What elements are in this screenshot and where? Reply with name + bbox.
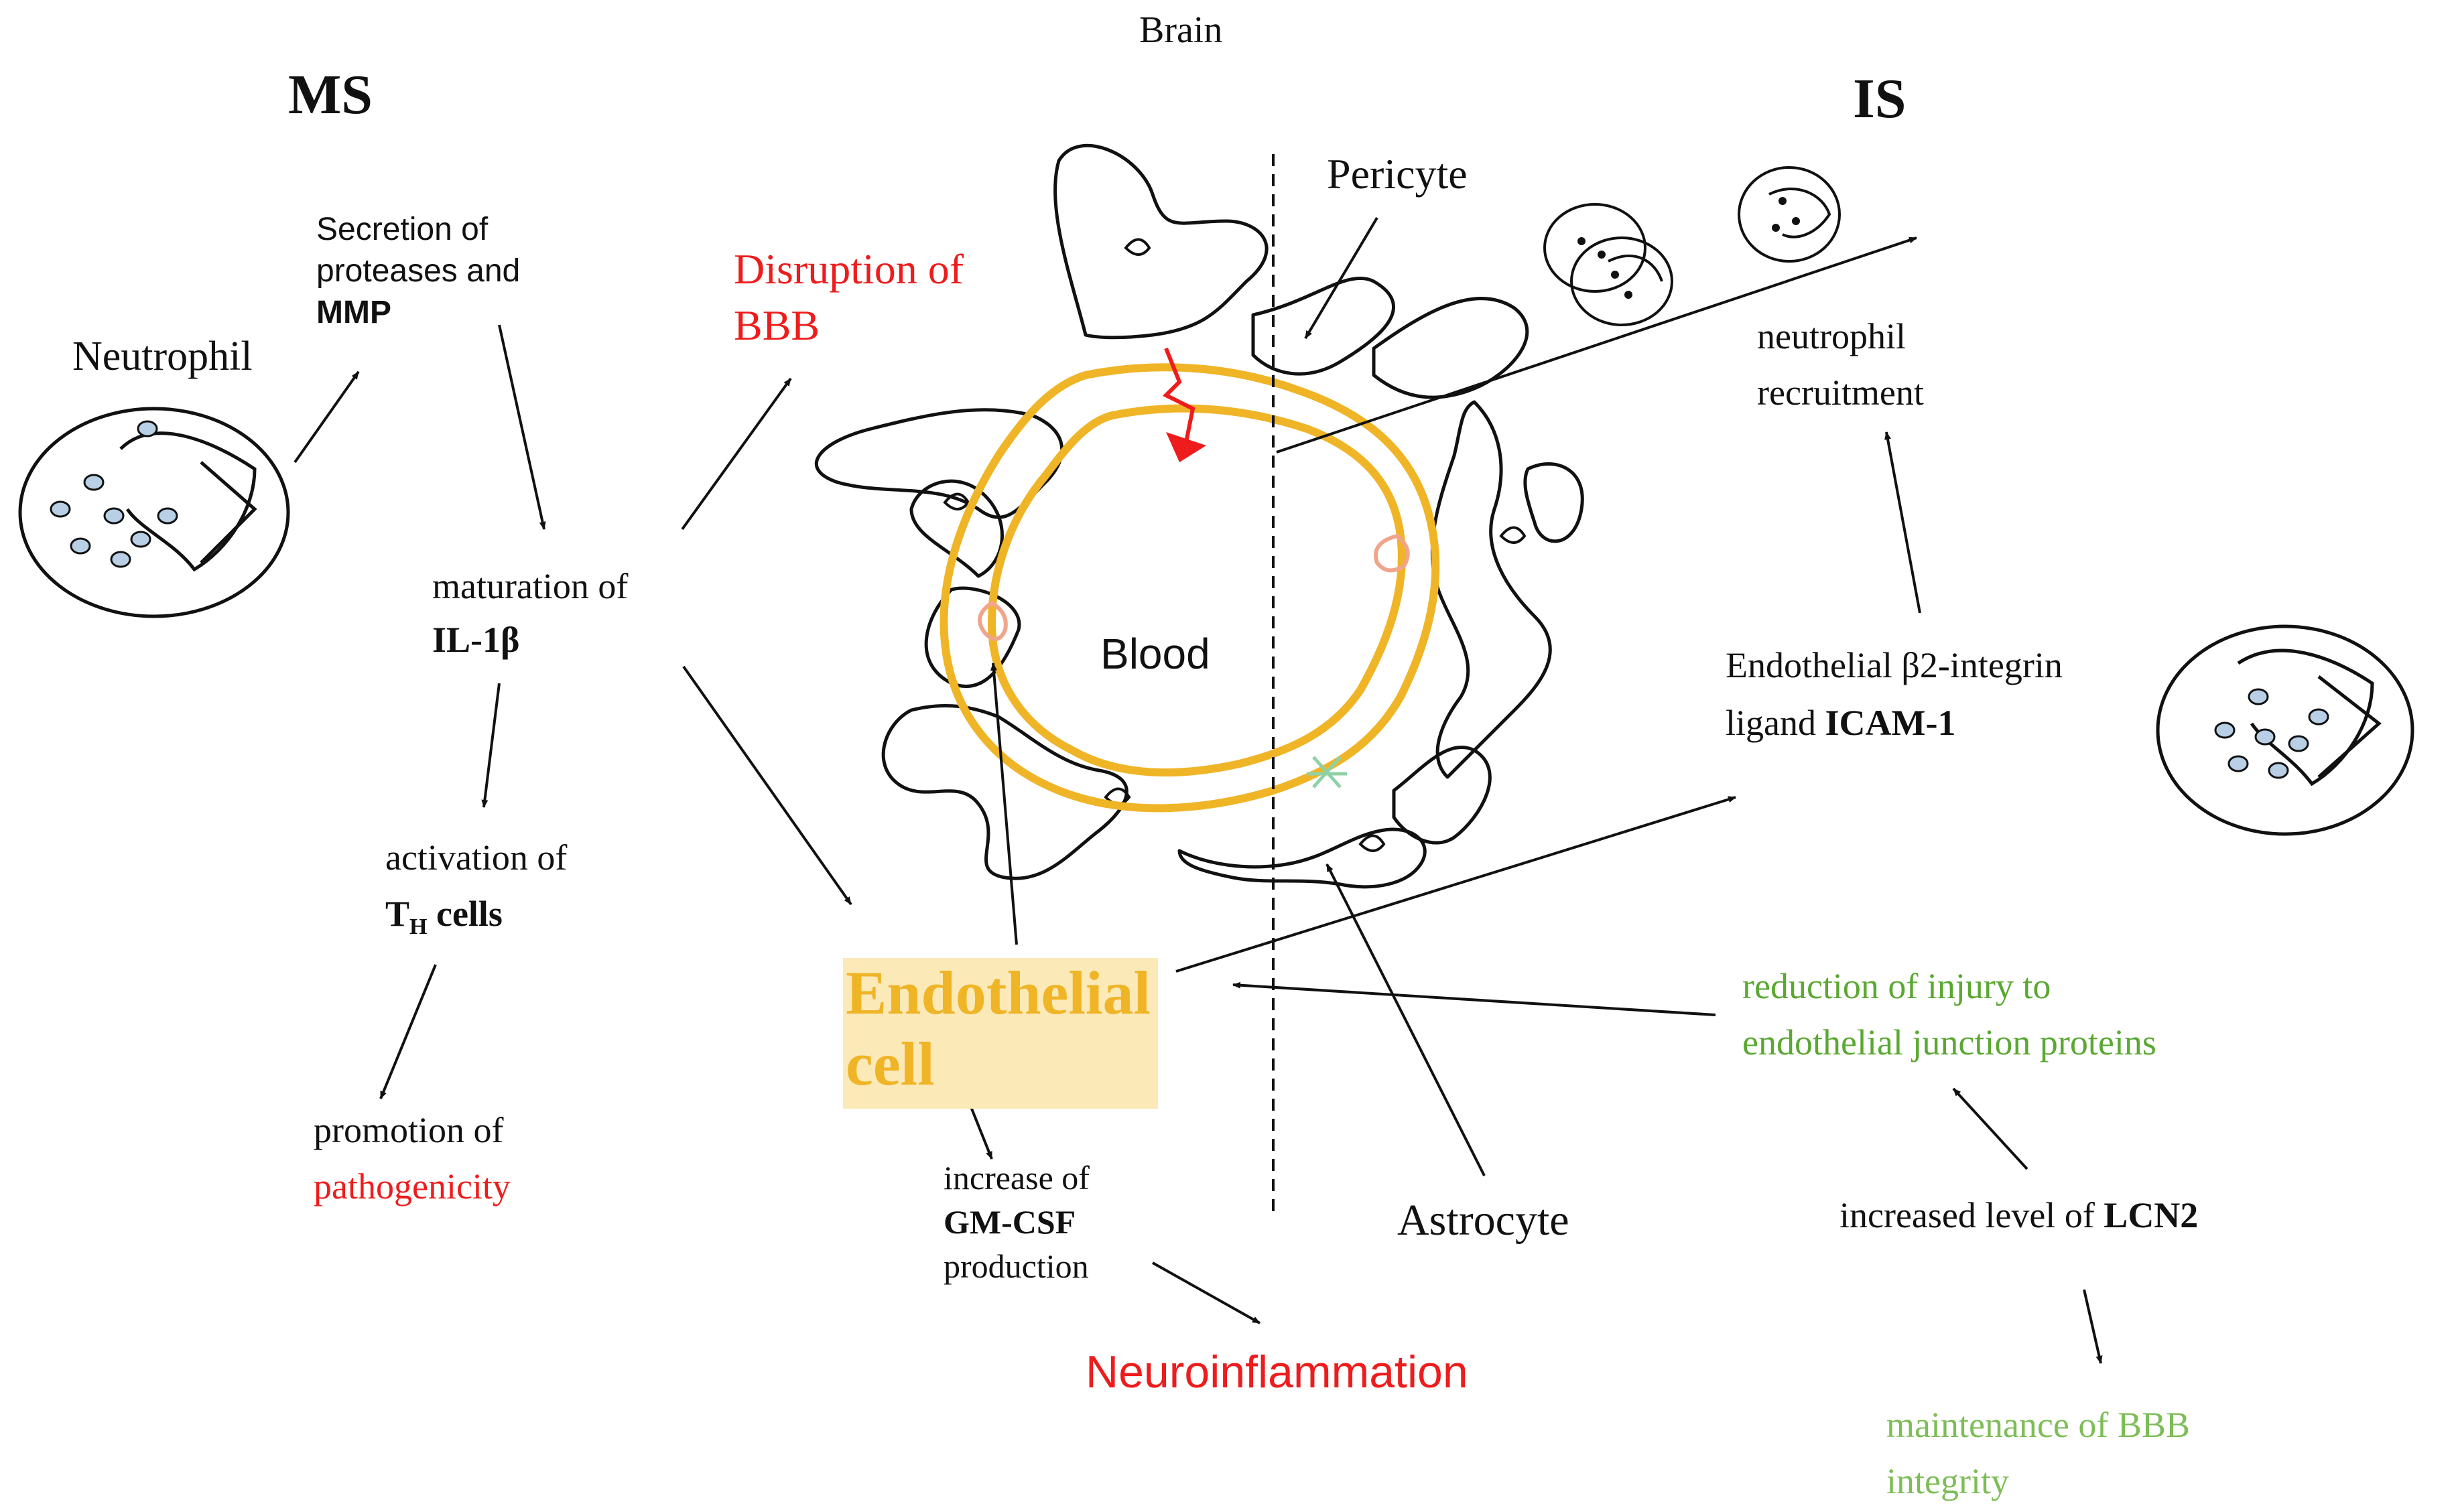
maintenance-text: maintenance of BBB integrity: [1886, 1397, 2190, 1509]
secretion-line3: MMP: [316, 295, 391, 330]
activation-line1: activation of: [385, 837, 568, 878]
th-main: T: [385, 894, 410, 934]
endothelial-cell-label: Endothelial cell: [846, 958, 1151, 1100]
recruited-neutrophils-icon: [1543, 166, 1841, 326]
promotion-text: promotion of pathogenicity: [314, 1102, 511, 1215]
icam-pre: ligand: [1726, 703, 1825, 743]
icam-text: Endothelial β2-integrin ligand ICAM-1: [1726, 636, 2063, 752]
arrow-neutrophil-secretion: [294, 370, 360, 464]
blood-label: Blood: [1100, 630, 1210, 678]
vessel-inner-wall: [988, 404, 1406, 777]
lcn2-bold: LCN2: [2104, 1195, 2199, 1235]
arrow-secretion-maturation: [498, 324, 546, 530]
recruited-granules: [1577, 197, 1800, 299]
vessel-outer-wall: [940, 363, 1440, 813]
activation-text: activation of TH cells: [385, 829, 567, 955]
arrow-activation-promotion: [379, 964, 437, 1099]
arrow-pericyte-vessel: [1304, 216, 1378, 340]
glial-process-right-top: [1372, 296, 1529, 399]
glial-process-right: [1430, 400, 1552, 779]
disruption-text: Disruption of BBB: [734, 241, 964, 354]
secretion-line1: Secretion of: [316, 212, 489, 247]
endothelial-line1: Endothelial: [846, 959, 1151, 1027]
arrow-maturation-endothelial: [682, 665, 852, 906]
lcn2-text: increased level of LCN2: [1839, 1194, 2198, 1237]
maturation-line2: IL-1β: [432, 620, 520, 660]
neutrophil-granules-right: [2214, 688, 2329, 779]
glial-process-bottom: [1177, 827, 1427, 889]
maintenance-line1: maintenance of BBB: [1886, 1405, 2190, 1445]
reduction-line1: reduction of injury to: [1742, 966, 2051, 1006]
promotion-line1: promotion of: [314, 1110, 504, 1150]
neutrophil-icon: [2156, 624, 2414, 836]
glial-nuclei: [943, 238, 1527, 852]
maturation-line1: maturation of: [432, 566, 629, 606]
glial-process-right-outer: [1523, 462, 1584, 543]
arrow-maturation-activation: [481, 683, 501, 808]
glial-process-left-bottom: [881, 703, 1128, 880]
pericyte-junctions: [978, 533, 1410, 641]
icam-bold: ICAM-1: [1825, 703, 1956, 743]
glial-process-left-mid: [909, 479, 1004, 578]
secretion-line2: proteases and: [316, 253, 521, 289]
gmcsf-text: increase of GM-CSF production: [944, 1156, 1090, 1288]
arrow-lcn2-reduction: [1952, 1087, 2028, 1170]
arrow-reduction-endothelial: [1232, 981, 1716, 1016]
arrow-endothelial-vessel: [990, 663, 1018, 945]
icam-line1: Endothelial β2-integrin: [1726, 645, 2063, 685]
arrow-astrocyte-vessel: [1326, 864, 1486, 1176]
pericyte-label: Pericyte: [1327, 150, 1468, 198]
is-heading: IS: [1853, 68, 1906, 130]
reduction-text: reduction of injury to endothelial junct…: [1742, 958, 2156, 1071]
gmcsf-line3: production: [944, 1247, 1089, 1285]
ms-heading: MS: [288, 64, 373, 126]
endothelial-cell-highlight: [843, 958, 1158, 1109]
lightning-bolt-icon: [1162, 347, 1206, 462]
neutrophil-icon: [18, 407, 290, 618]
lcn2-pre: increased level of: [1839, 1195, 2104, 1235]
gmcsf-line2: GM-CSF: [944, 1203, 1076, 1241]
arrow-vessel-recruitment: [1276, 236, 1917, 454]
reduction-line2: endothelial junction proteins: [1742, 1022, 2156, 1062]
glial-process-left: [924, 586, 1021, 689]
th-rest: cells: [427, 894, 503, 934]
arrow-endothelial-icam: [1175, 796, 1736, 973]
activation-line2: TH cells: [385, 886, 567, 955]
tight-junction: [1307, 756, 1347, 788]
neutrophil-label: Neutrophil: [72, 334, 253, 379]
recruitment-line2: recruitment: [1757, 372, 1924, 413]
glial-process-top: [1053, 143, 1269, 340]
maintenance-line2: integrity: [1886, 1461, 2009, 1501]
recruitment-text: neutrophil recruitment: [1757, 308, 1924, 421]
th-sub: H: [409, 914, 428, 939]
brain-label: Brain: [1139, 9, 1223, 51]
blood-vessel: [940, 363, 1440, 813]
glial-process-top-right: [1251, 276, 1395, 376]
astrocyte-label: Astrocyte: [1397, 1196, 1569, 1245]
arrow-maturation-disruption: [681, 377, 792, 531]
arrow-gmcsf-neuroinflammation: [1152, 1261, 1261, 1324]
neuroinflammation-label: Neuroinflammation: [1086, 1347, 1468, 1397]
secretion-text: Secretion of proteases and MMP: [316, 209, 520, 334]
endothelial-line2: cell: [846, 1029, 935, 1098]
promotion-line2: pathogenicity: [314, 1166, 511, 1207]
arrow-icam-recruitment: [1884, 431, 1921, 614]
disruption-line1: Disruption of: [734, 245, 964, 293]
disruption-line2: BBB: [734, 301, 820, 349]
glial-process-bottom-right: [1392, 745, 1492, 845]
gmcsf-line1: increase of: [944, 1159, 1090, 1196]
maturation-text: maturation of IL-1β: [432, 559, 628, 667]
glial-process-left-top: [814, 408, 1064, 519]
arrow-lcn2-maintenance: [2083, 1289, 2103, 1364]
astrocyte-outlines: [814, 143, 1584, 889]
neutrophil-granules: [50, 420, 178, 568]
recruitment-line1: neutrophil: [1757, 316, 1906, 356]
icam-line2: ligand ICAM-1: [1726, 694, 2063, 752]
